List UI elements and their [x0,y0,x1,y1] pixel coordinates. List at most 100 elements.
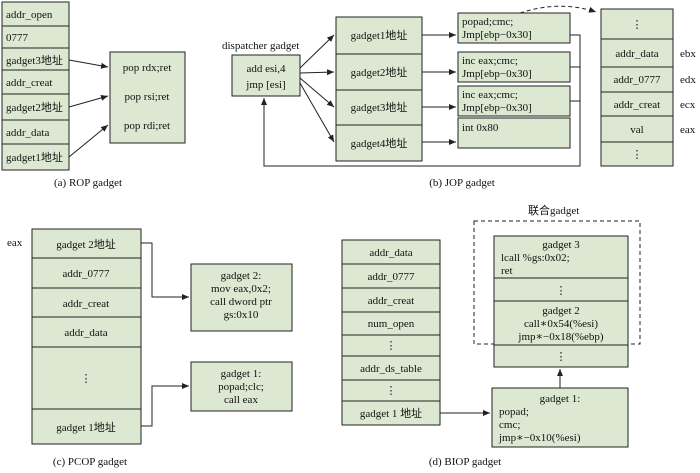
pcop-stack-cell [31,408,142,445]
jop-panel: dispatcher gadget add esi,4 jmp [esi] ga… [222,5,696,189]
jop-gadget-box [457,51,571,83]
jop-table: gadget1地址 gadget2地址 gadget3地址 gadget4地址 [335,16,423,162]
biop-stack-label: gadget 1 地址 [360,406,422,420]
biop-dots-cell [493,344,629,368]
jop-stack-cell [600,141,674,167]
jop-stack: ⋮ addr_data addr_0777 addr_creat val ⋮ [600,8,674,167]
pcop-gadget2-code: gadget 2: [221,270,262,282]
dispatcher-box [231,54,301,97]
jop-stack-label: val [630,124,643,136]
rop-panel: addr_open 0777 gadget3地址 addr_creat gadg… [1,1,186,189]
jop-stack-label: ⋮ [632,19,643,31]
rop-gadget-frame [109,51,186,144]
biop-stack-label: addr_ds_table [360,363,422,375]
jop-gadget-code: inc eax;cmc; [462,89,518,101]
rop-stack-label: addr_open [6,9,53,21]
biop-stack-cell [341,287,441,313]
rop-gadget-label: pop rdx;ret [123,62,172,74]
biop-gadget2-code: call∗0x54(%esi) [524,318,598,330]
biop-stack-label: addr_0777 [367,271,415,283]
biop-stack-cell [341,355,441,381]
jop-dispatch-arrow [299,34,335,69]
pcop-gadget1-code: gadget 1: [221,368,262,380]
pcop-gadget2-code: gs:0x10 [224,309,259,321]
jop-stack-label: addr_creat [614,99,660,111]
jop-table-cell [335,89,423,126]
jop-gadget-code: Jmp[ebp−0x30] [462,29,532,41]
jop-dispatch-arrow [299,69,335,76]
rop-caption: (a) ROP gadget [54,177,122,189]
pcop-gadget1-box: gadget 1: popad;clc; call eax [190,361,293,412]
jop-stack-cell [600,38,674,68]
dispatcher-code: jmp [esi] [245,79,285,91]
jop-gadget-code: inc eax;cmc; [462,55,518,67]
pcop-gadget2-code: call dword ptr [210,296,272,308]
pcop-arrow [141,383,189,427]
pcop-panel: eax gadget 2地址 addr_0777 addr_creat addr… [7,228,293,468]
pcop-stack-cell [31,287,142,318]
rop-gadget-label: pop rsi;ret [125,91,170,103]
jop-table-label: gadget4地址 [351,136,408,150]
biop-gadget3-code: lcall %gs:0x02; [501,252,570,264]
pcop-stack: gadget 2地址 addr_0777 addr_creat addr_dat… [31,228,142,445]
rop-stack-label: 0777 [6,32,29,44]
biop-caption: (d) BIOP gadget [429,456,501,468]
register-label: ebx [680,48,696,60]
pcop-gadget1-frame [190,361,293,412]
jop-gadget-code: Jmp[ebp−0x30] [462,68,532,80]
jop-gadget-box [457,85,571,117]
jop-table-label: gadget3地址 [351,100,408,114]
biop-gadget1-frame [491,387,629,448]
jop-stack-cell [600,91,674,117]
pcop-arrow [141,242,189,300]
biop-stack-label: num_open [368,318,415,330]
jop-caption: (b) JOP gadget [429,177,495,189]
rop-stack-cell [1,143,70,171]
pcop-stack-label: addr_data [64,327,107,339]
dispatcher-title: dispatcher gadget [222,40,299,52]
pcop-stack-cell [31,257,142,289]
jop-dispatch-arrow [299,82,335,143]
rop-stack: addr_open 0777 gadget3地址 addr_creat gadg… [1,1,70,171]
jop-gadget-code: Jmp[ebp−0x30] [462,102,532,114]
rop-stack-label: gadget2地址 [6,100,63,114]
pcop-gadget1-code: call eax [224,394,258,406]
biop-stack: addr_data addr_0777 addr_creat num_open … [341,239,441,426]
register-label: edx [680,74,696,86]
biop-stack-label: addr_data [369,247,412,259]
biop-gadget1-code: gadget 1: [540,393,581,405]
jop-gadget-boxes: popad;cmc; Jmp[ebp−0x30] inc eax;cmc; Jm… [457,12,571,149]
biop-gadget2-code: jmp∗−0x18(%ebp) [517,331,604,343]
rop-stack-label: gadget1地址 [6,150,63,164]
register-label: eax [680,124,696,136]
union-gadget-title: 联合gadget [528,203,579,217]
biop-gadget2-code: gadget 2 [542,305,580,317]
rop-arrow [68,59,109,69]
pcop-gadget2-box: gadget 2: mov eax,0x2; call dword ptr gs… [190,263,293,332]
jop-stack-label: addr_data [615,48,658,60]
pcop-caption: (c) PCOP gadget [53,456,127,468]
jop-table-label: gadget2地址 [351,65,408,79]
jop-stack-cell [600,66,674,93]
biop-gadget1-code: popad; [499,406,529,418]
pcop-gadget1-code: popad;clc; [218,381,264,393]
jop-stack-label: addr_0777 [613,74,661,86]
rop-stack-cell [1,69,70,95]
biop-stack-cell [341,239,441,265]
rop-stack-label: addr_data [6,127,49,139]
dispatcher-code: add esi,4 [246,63,286,75]
jop-gadget-code: popad;cmc; [462,16,513,28]
pcop-gadget2-frame [190,263,293,332]
rop-stack-label: addr_creat [6,77,52,89]
rop-stack-label: gadget3地址 [6,53,63,67]
rop-arrow [68,124,109,158]
biop-dots: ⋮ [556,351,567,363]
jop-table-cell [335,124,423,162]
pcop-stack-label: gadget 1地址 [56,420,116,434]
jop-gadget-code: int 0x80 [462,122,499,134]
biop-dots: ⋮ [556,285,567,297]
pcop-stack-cell [31,346,142,410]
pcop-gadget2-code: mov eax,0x2; [211,283,271,295]
biop-stack-cell [341,400,441,426]
